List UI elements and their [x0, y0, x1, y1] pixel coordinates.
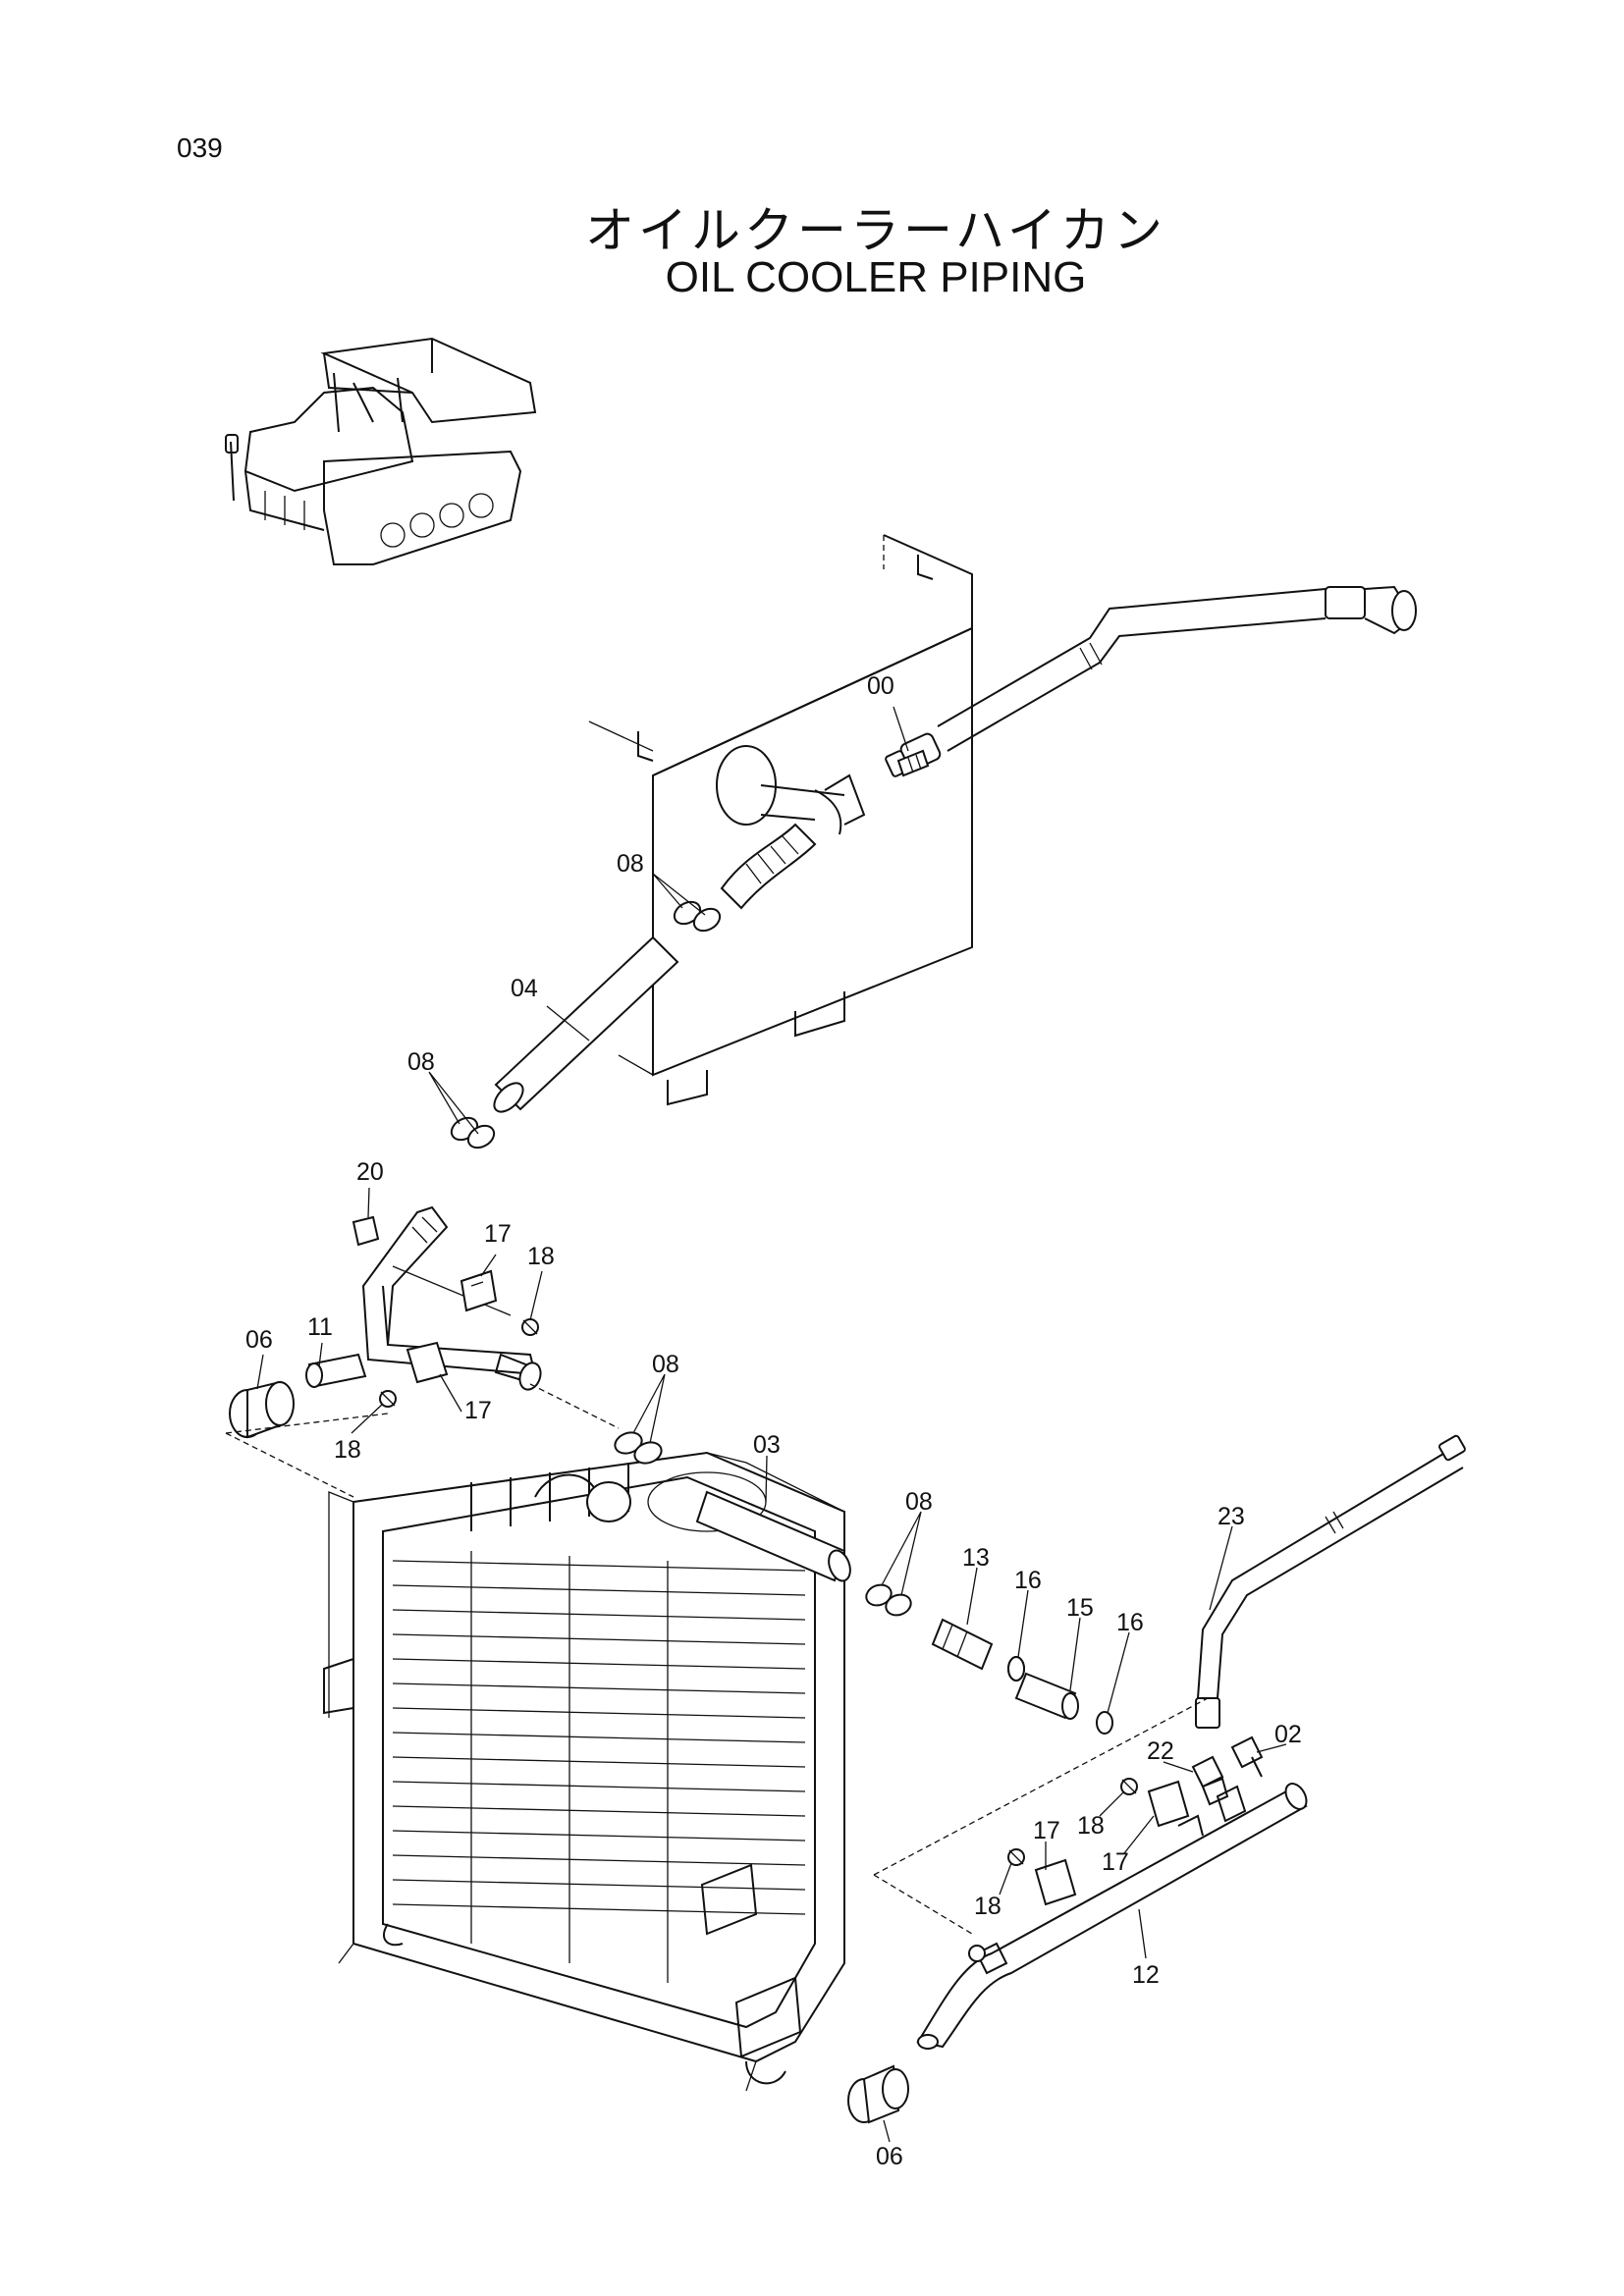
- clamp-bracket-17-lower-right-a: [1147, 1780, 1190, 1828]
- callout-16-b: 16: [1116, 1609, 1144, 1636]
- o-ring-16-a: [1007, 1656, 1025, 1682]
- title-japanese: オイルクーラーハイカン: [585, 202, 1166, 259]
- hose-clamp-08-upper: [673, 900, 722, 933]
- bolt-18-lower-right-a: [1120, 1778, 1138, 1795]
- o-ring-16-b: [1096, 1711, 1113, 1735]
- title-english: OIL COOLER PIPING: [665, 253, 1087, 301]
- callout-08-middle: 08: [407, 1048, 435, 1076]
- callout-03: 03: [753, 1431, 781, 1459]
- hose-clamp-08-middle: [450, 1116, 496, 1149]
- callout-12: 12: [1132, 1961, 1160, 1989]
- callout-17-upper: 17: [484, 1220, 512, 1248]
- leader-lines: [256, 706, 1287, 2143]
- sleeve-15: [1014, 1672, 1079, 1720]
- callout-17-lower-right-b: 17: [1033, 1817, 1060, 1844]
- callout-17-lower-right-a: 17: [1102, 1848, 1129, 1876]
- bolt-18-lower-right-b: [1007, 1848, 1025, 1866]
- callout-22: 22: [1147, 1737, 1174, 1765]
- callout-08-upper: 08: [617, 850, 644, 878]
- callout-17-lower: 17: [464, 1397, 492, 1424]
- callout-20: 20: [356, 1158, 384, 1186]
- elbow-02: [1230, 1735, 1264, 1778]
- hose-04: [493, 935, 679, 1113]
- callout-13: 13: [962, 1544, 990, 1572]
- plate-20: [352, 1215, 380, 1247]
- bolt-18-left: [379, 1390, 397, 1408]
- machine-overview-illustration: [225, 337, 537, 565]
- hose-clamp-08-lower-left: [614, 1431, 663, 1465]
- callout-18-lower-right-a: 18: [1077, 1812, 1105, 1840]
- callout-16-a: 16: [1014, 1567, 1042, 1594]
- page-number: 039: [177, 133, 223, 163]
- callout-11: 11: [307, 1313, 333, 1341]
- callout-15: 15: [1066, 1594, 1094, 1622]
- pipe-11: [305, 1205, 542, 1391]
- radiator: [225, 1383, 845, 2092]
- bolt-18-upper: [521, 1318, 539, 1336]
- fitting-00: [896, 749, 930, 777]
- callout-08-lower-left: 08: [652, 1351, 679, 1378]
- callout-02: 02: [1274, 1721, 1302, 1748]
- upper-hose-assembly: [885, 585, 1417, 777]
- sleeve-06-left: [229, 1380, 295, 1439]
- fitting-22: [1191, 1755, 1229, 1806]
- pipe-12: [873, 1697, 1308, 2050]
- clamp-bracket-17-lower-right-b: [1034, 1858, 1077, 1906]
- clamp-bracket-17-upper: [460, 1269, 498, 1312]
- hose-03: [695, 1490, 851, 1582]
- hose-23: [1195, 1434, 1466, 1729]
- corrugated-connector: [720, 823, 817, 910]
- callout-18-upper: 18: [527, 1243, 555, 1270]
- callout-04: 04: [511, 975, 538, 1002]
- callout-06-left: 06: [245, 1326, 273, 1354]
- callout-08-lower-right: 08: [905, 1488, 933, 1516]
- callout-00: 00: [867, 672, 894, 700]
- callout-23: 23: [1218, 1503, 1245, 1530]
- clamp-bracket-17-lower: [406, 1341, 449, 1384]
- callout-18-lower-right-b: 18: [974, 1893, 1001, 1920]
- hose-clamp-08-lower-right: [865, 1583, 912, 1617]
- hydraulic-tank-outline: [588, 534, 973, 1106]
- callout-18-left: 18: [334, 1436, 361, 1464]
- callout-06-bottom: 06: [876, 2143, 903, 2170]
- sleeve-06-bottom: [847, 2064, 909, 2124]
